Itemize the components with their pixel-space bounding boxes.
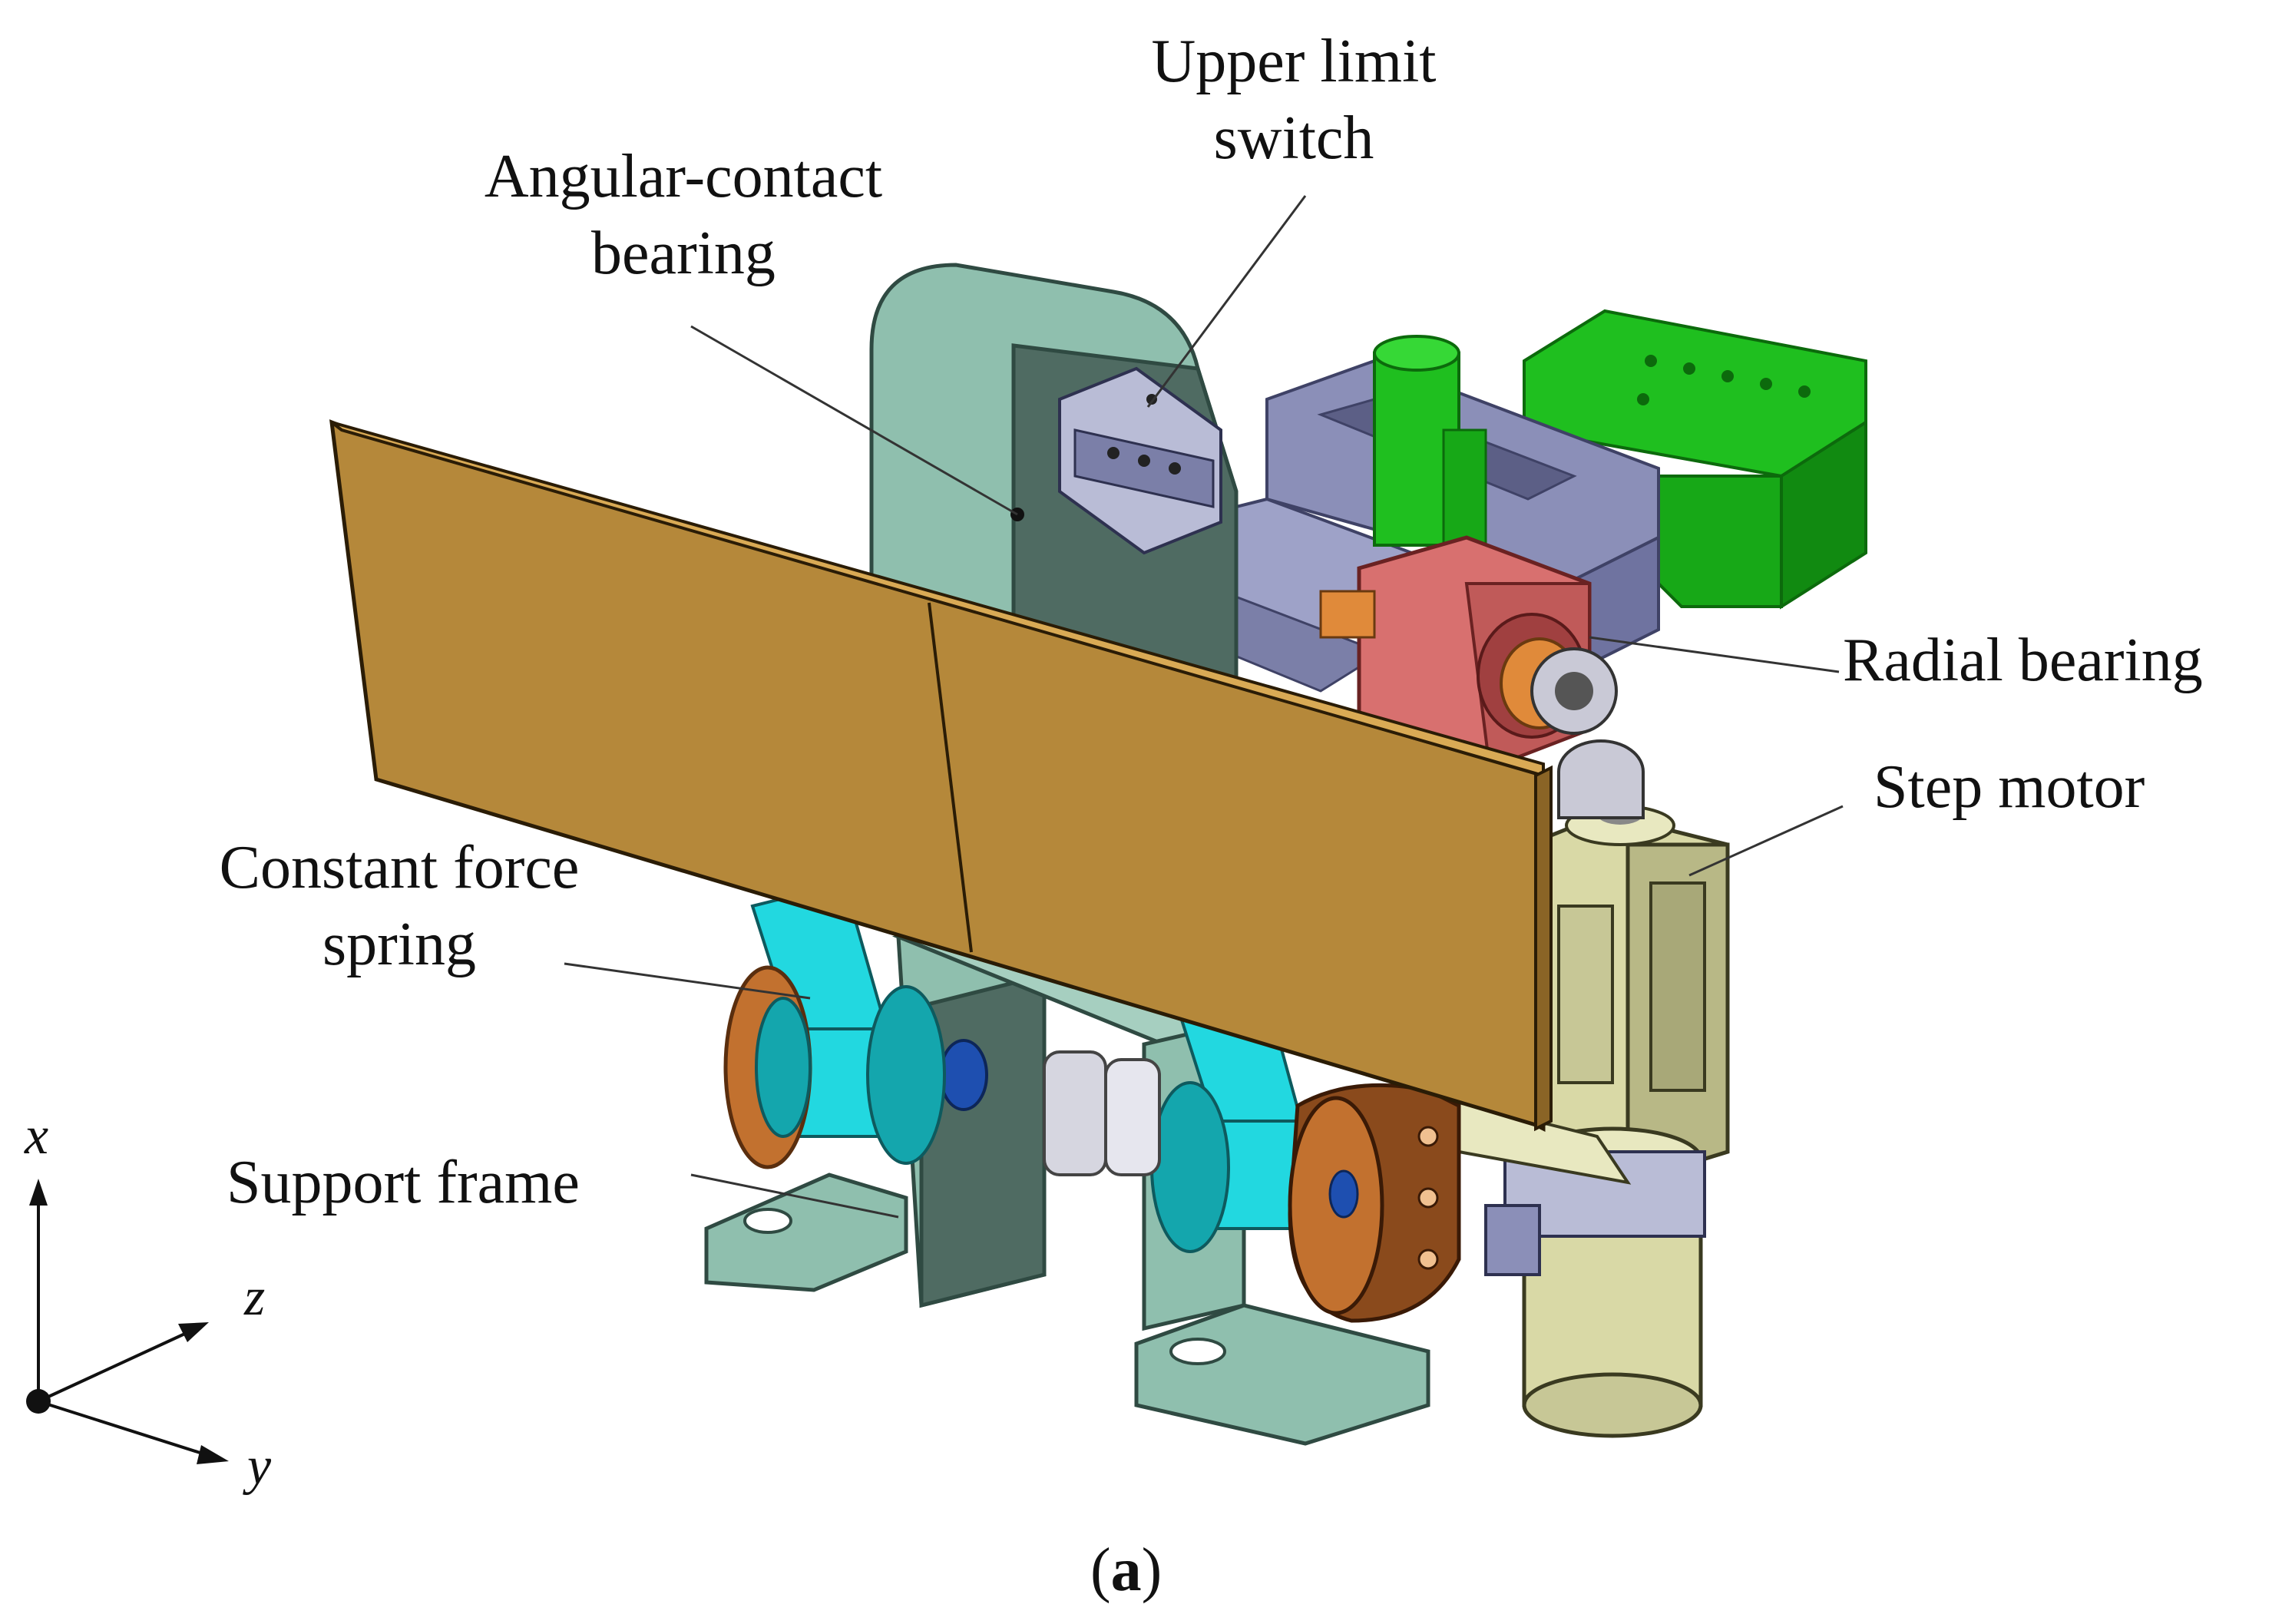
axis-origin: [26, 1389, 51, 1414]
leader-angular-contact-bearing: [690, 325, 1018, 516]
z-axis-arrow: [178, 1322, 209, 1342]
label-step-motor: Step motor: [1874, 753, 2145, 821]
caption-close-paren: ): [1141, 1536, 1162, 1604]
leader-upper-limit-switch: [1146, 195, 1307, 408]
axis-label-z: z: [244, 1268, 266, 1327]
label-angular-contact-bearing-line2: bearing: [591, 220, 776, 287]
upper-limit-switch-part: [1058, 366, 1222, 555]
label-angular-contact-bearing: Angular-contact bearing: [430, 138, 937, 292]
label-support-frame: Support frame: [227, 1149, 580, 1216]
step-motor-part: [1441, 739, 1730, 1438]
leader-radial-bearing: [1589, 636, 1840, 673]
leader-support-frame: [690, 1173, 899, 1219]
axis-label-y: y: [247, 1437, 272, 1496]
label-constant-force-spring-line2: spring: [322, 911, 476, 978]
label-upper-limit-switch-line1: Upper limit: [1151, 28, 1437, 95]
leader-step-motor: [1688, 805, 1844, 877]
caption-open-paren: (: [1090, 1536, 1111, 1604]
coordinate-axes: [26, 1179, 229, 1464]
x-axis-arrow: [29, 1179, 48, 1206]
caption-letter: a: [1110, 1536, 1142, 1604]
z-axis-line: [38, 1331, 189, 1403]
reflector-plate: [329, 419, 1553, 1133]
y-axis-line: [38, 1400, 208, 1457]
radial-bearing-part: [1319, 535, 1618, 770]
label-upper-limit-switch: Upper limit switch: [1110, 23, 1478, 177]
sensor-cylinder: [1373, 335, 1487, 554]
leader-constant-force-spring: [564, 962, 811, 1000]
label-angular-contact-bearing-line1: Angular-contact: [484, 143, 883, 210]
leader-lines: [564, 195, 1844, 1219]
axis-label-x: x: [25, 1106, 49, 1166]
label-radial-bearing: Radial bearing: [1843, 627, 2203, 694]
y-axis-arrow: [197, 1445, 229, 1464]
label-constant-force-spring: Constant force spring: [177, 829, 622, 983]
figure-caption: (a): [1090, 1532, 1162, 1609]
label-upper-limit-switch-line2: switch: [1213, 104, 1374, 172]
label-constant-force-spring-line1: Constant force: [219, 834, 580, 901]
